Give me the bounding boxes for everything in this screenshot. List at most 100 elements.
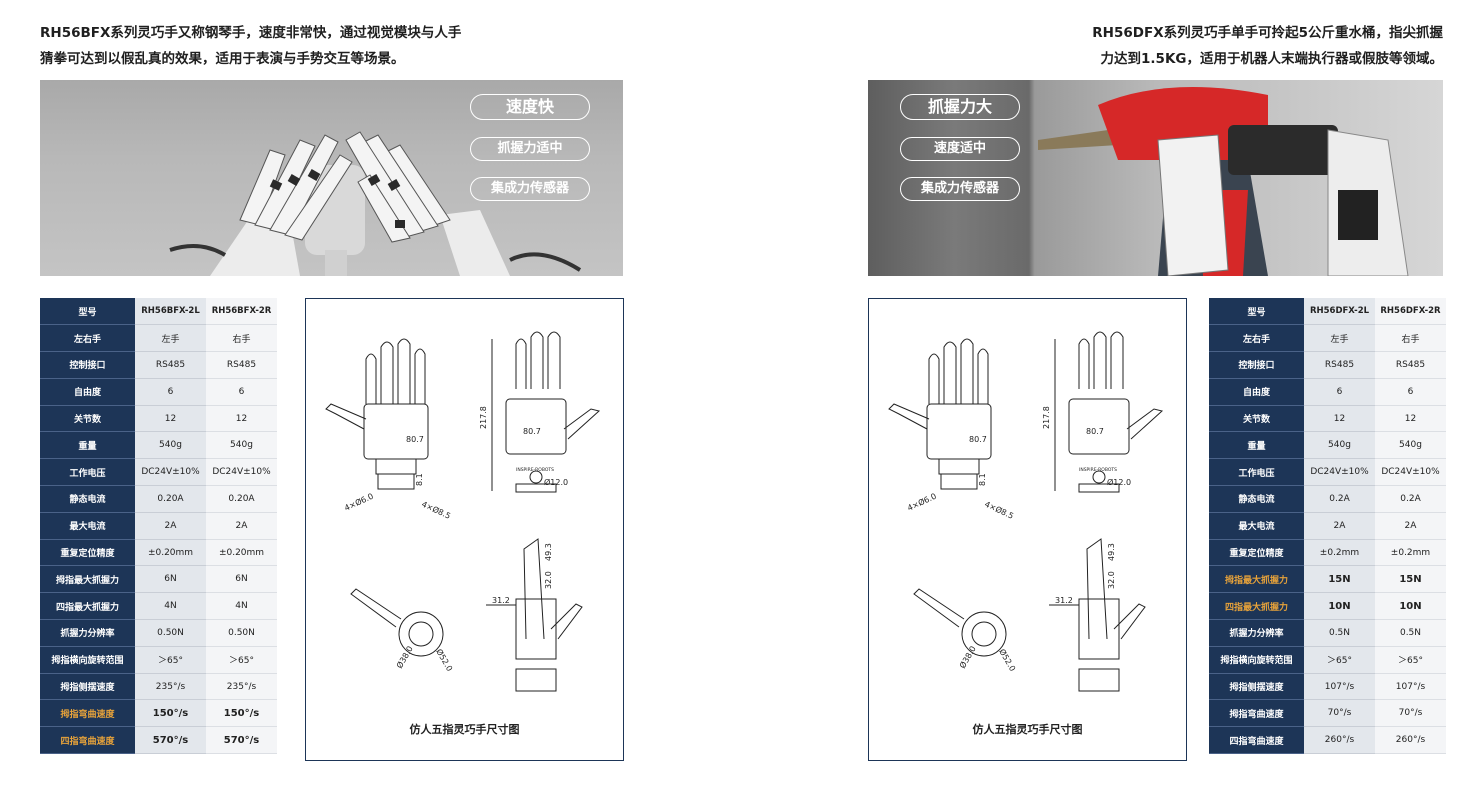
right-spec-cell-label: 拇指横向旋转范围: [1209, 646, 1304, 674]
left-spec-cell-v2: DC24V±10%: [206, 458, 277, 487]
right-spec-cell-label: 关节数: [1209, 405, 1304, 433]
right-spec-cell-v2: DC24V±10%: [1375, 458, 1446, 487]
right-spec-cell-label: 型号: [1209, 298, 1304, 326]
right-feature-pill-3: 集成力传感器: [900, 177, 1020, 201]
left-spec-cell-label: 自由度: [40, 378, 135, 406]
left-spec-cell-v1: 6N: [135, 565, 206, 594]
right-intro-line-1: RH56DFX系列灵巧手单手可拎起5公斤重水桶，指尖抓握: [1092, 25, 1443, 41]
left-dim-width-back: 80.7: [523, 427, 541, 436]
right-dim-dia12: Ø12.0: [1107, 477, 1131, 487]
right-spec-cell-v1: 0.2A: [1304, 485, 1375, 513]
right-dim-width: 80.7: [969, 435, 987, 444]
left-spec-cell-v2: 右手: [206, 324, 277, 353]
right-spec-cell-label: 重量: [1209, 431, 1304, 460]
right-spec-cell-label: 工作电压: [1209, 458, 1304, 487]
left-spec-cell-v1: 左手: [135, 324, 206, 353]
left-spec-cell-v1: RS485: [135, 351, 206, 379]
left-spec-cell-v1: ±0.20mm: [135, 539, 206, 567]
left-spec-cell-label: 重量: [40, 431, 135, 460]
left-dim-49: 49.3: [544, 543, 553, 561]
left-spec-cell-label: 型号: [40, 298, 135, 326]
right-dim-hole2: 4×Ø8.5: [983, 499, 1015, 521]
right-spec-row: 重复定位精度±0.2mm±0.2mm: [1209, 539, 1446, 567]
left-spec-cell-v2: 6: [206, 378, 277, 406]
right-spec-cell-v2: 15N: [1375, 565, 1446, 594]
right-spec-row: 左右手左手右手: [1209, 324, 1446, 353]
left-feature-pill-1: 速度快: [470, 94, 590, 120]
left-spec-cell-v2: 235°/s: [206, 673, 277, 701]
left-product-photo: 速度快 抓握力适中 集成力传感器: [40, 80, 623, 276]
right-spec-cell-v2: 70°/s: [1375, 699, 1446, 728]
robot-hand-drill-illustration: [1038, 87, 1409, 276]
right-spec-cell-v2: 6: [1375, 378, 1446, 406]
right-intro-line-2: 力达到1.5KG，适用于机器人末端执行器或假肢等领域。: [1100, 51, 1443, 67]
right-spec-cell-v2: 0.2A: [1375, 485, 1446, 513]
right-spec-cell-v2: RS485: [1375, 351, 1446, 379]
right-spec-cell-label: 最大电流: [1209, 512, 1304, 540]
left-spec-cell-label: 四指弯曲速度: [40, 726, 135, 755]
right-spec-cell-v1: 2A: [1304, 512, 1375, 540]
right-dimension-drawing: 80.7 80.7 217.8 Ø12.0 4×Ø6.0 4×Ø8.5 8.1 …: [868, 298, 1187, 761]
right-spec-cell-label: 拇指弯曲速度: [1209, 699, 1304, 728]
right-spec-cell-v1: ±0.2mm: [1304, 539, 1375, 567]
right-spec-cell-v1: ＞65°: [1304, 646, 1375, 674]
left-spec-cell-v2: ±0.20mm: [206, 539, 277, 567]
left-spec-cell-v1: 12: [135, 405, 206, 433]
left-spec-cell-v1: 570°/s: [135, 726, 206, 755]
left-spec-cell-v2: RH56BFX-2R: [206, 298, 277, 326]
left-dim-hole2: 4×Ø8.5: [420, 499, 452, 521]
left-spec-cell-v2: 6N: [206, 565, 277, 594]
left-dim-31: 31.2: [492, 596, 510, 605]
left-spec-cell-v1: 0.50N: [135, 619, 206, 647]
right-product-photo: 抓握力大 速度适中 集成力传感器: [868, 80, 1443, 276]
right-spec-cell-v1: 12: [1304, 405, 1375, 433]
left-spec-cell-label: 工作电压: [40, 458, 135, 487]
left-spec-cell-label: 控制接口: [40, 351, 135, 379]
left-dim-32: 32.0: [544, 571, 553, 589]
left-spec-cell-v1: RH56BFX-2L: [135, 298, 206, 326]
right-spec-cell-label: 控制接口: [1209, 351, 1304, 379]
left-intro-line-1: RH56BFX系列灵巧手又称钢琴手，速度非常快，通过视觉模块与人手: [40, 25, 462, 41]
left-spec-cell-label: 最大电流: [40, 512, 135, 540]
right-spec-cell-label: 静态电流: [1209, 485, 1304, 513]
left-spec-cell-v1: 6: [135, 378, 206, 406]
right-spec-cell-v1: 540g: [1304, 431, 1375, 460]
left-dim-dia38: Ø38.0: [394, 644, 415, 670]
right-spec-cell-v1: 260°/s: [1304, 726, 1375, 755]
left-spec-cell-v2: 0.20A: [206, 485, 277, 513]
right-spec-cell-v2: 右手: [1375, 324, 1446, 353]
robot-hands-illustration: [169, 131, 582, 276]
left-spec-cell-v1: 150°/s: [135, 699, 206, 728]
left-dim-dia12: Ø12.0: [544, 477, 568, 487]
left-feature-pill-3: 集成力传感器: [470, 177, 590, 201]
right-intro-text: RH56DFX系列灵巧手单手可拎起5公斤重水桶，指尖抓握 力达到1.5KG，适用…: [883, 20, 1443, 72]
right-spec-cell-v1: 10N: [1304, 592, 1375, 621]
right-feature-pill-2: 速度适中: [900, 137, 1020, 161]
left-spec-cell-label: 抓握力分辨率: [40, 619, 135, 647]
right-spec-cell-v2: 0.5N: [1375, 619, 1446, 647]
left-spec-cell-v2: 2A: [206, 512, 277, 540]
right-spec-cell-v2: RH56DFX-2R: [1375, 298, 1446, 326]
left-spec-cell-v2: 12: [206, 405, 277, 433]
left-spec-cell-label: 拇指弯曲速度: [40, 699, 135, 728]
right-spec-cell-v1: 107°/s: [1304, 673, 1375, 701]
left-spec-row: 重复定位精度±0.20mm±0.20mm: [40, 539, 277, 567]
right-spec-cell-v1: RH56DFX-2L: [1304, 298, 1375, 326]
right-spec-row: 拇指横向旋转范围＞65°＞65°: [1209, 646, 1446, 674]
right-spec-cell-v1: 0.5N: [1304, 619, 1375, 647]
left-dim-hole1: 4×Ø6.0: [343, 491, 375, 513]
left-spec-cell-label: 拇指横向旋转范围: [40, 646, 135, 674]
